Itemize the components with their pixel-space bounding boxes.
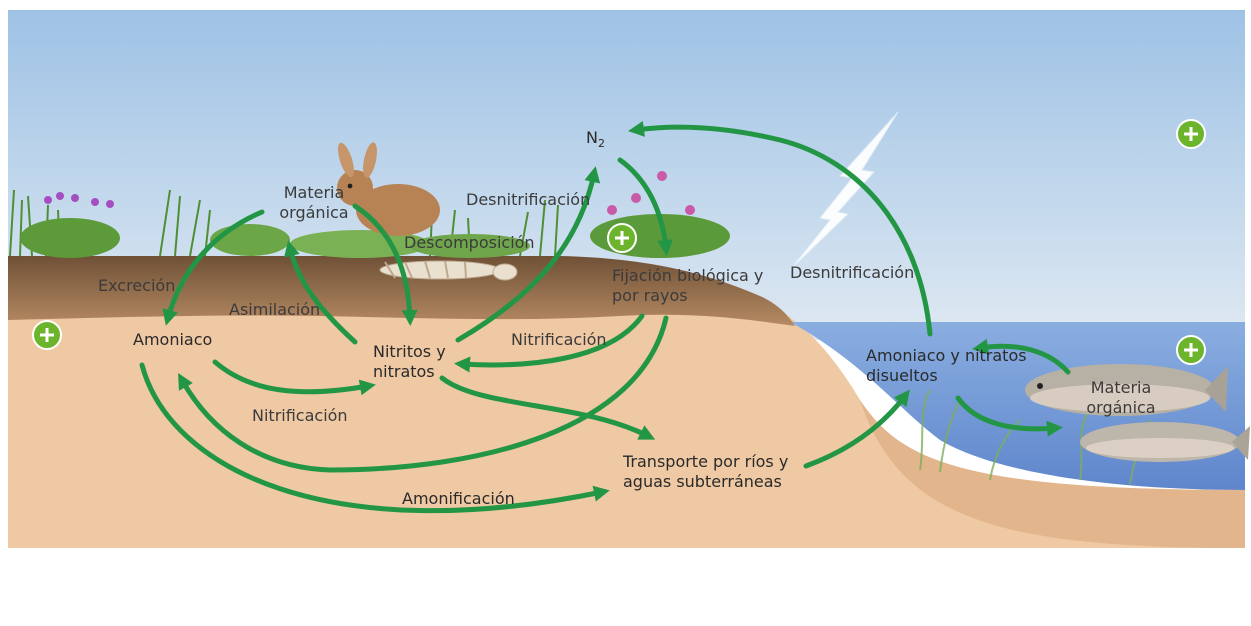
label-fijacion: Fijación biológica y por rayos: [612, 266, 780, 306]
label-amonificacion: Amonificación: [402, 489, 515, 509]
label-n2-subscript: 2: [598, 137, 605, 150]
label-materia-organica-water: Materia orgánica: [1078, 378, 1164, 418]
label-transporte: Transporte por ríos y aguas subterráneas: [623, 452, 819, 492]
label-desnitrificacion-right: Desnitrificación: [790, 263, 914, 283]
label-amoniaco-disueltos: Amoniaco y nitratos disueltos: [866, 346, 1036, 386]
label-nitritos-nitratos: Nitritos y nitratos: [373, 342, 463, 382]
label-nitrificacion-right: Nitrificación: [511, 330, 607, 350]
label-excrecion: Excreción: [98, 276, 175, 296]
label-nitrificacion-bottom: Nitrificación: [252, 406, 348, 426]
plus-circle-icon: [607, 223, 637, 253]
label-materia-organica-land: Materia orgánica: [271, 183, 357, 223]
plus-circle-icon: [1176, 335, 1206, 365]
label-desnitrificacion-top: Desnitrificación: [466, 190, 590, 210]
plus-circle-icon: [1176, 119, 1206, 149]
label-n2: N2: [586, 128, 605, 150]
white-bottom: [8, 545, 1245, 620]
label-descomposicion: Descomposición: [404, 233, 535, 253]
label-asimilacion: Asimilación: [229, 300, 320, 320]
label-amoniaco: Amoniaco: [133, 330, 212, 350]
plus-circle-icon: [32, 320, 62, 350]
